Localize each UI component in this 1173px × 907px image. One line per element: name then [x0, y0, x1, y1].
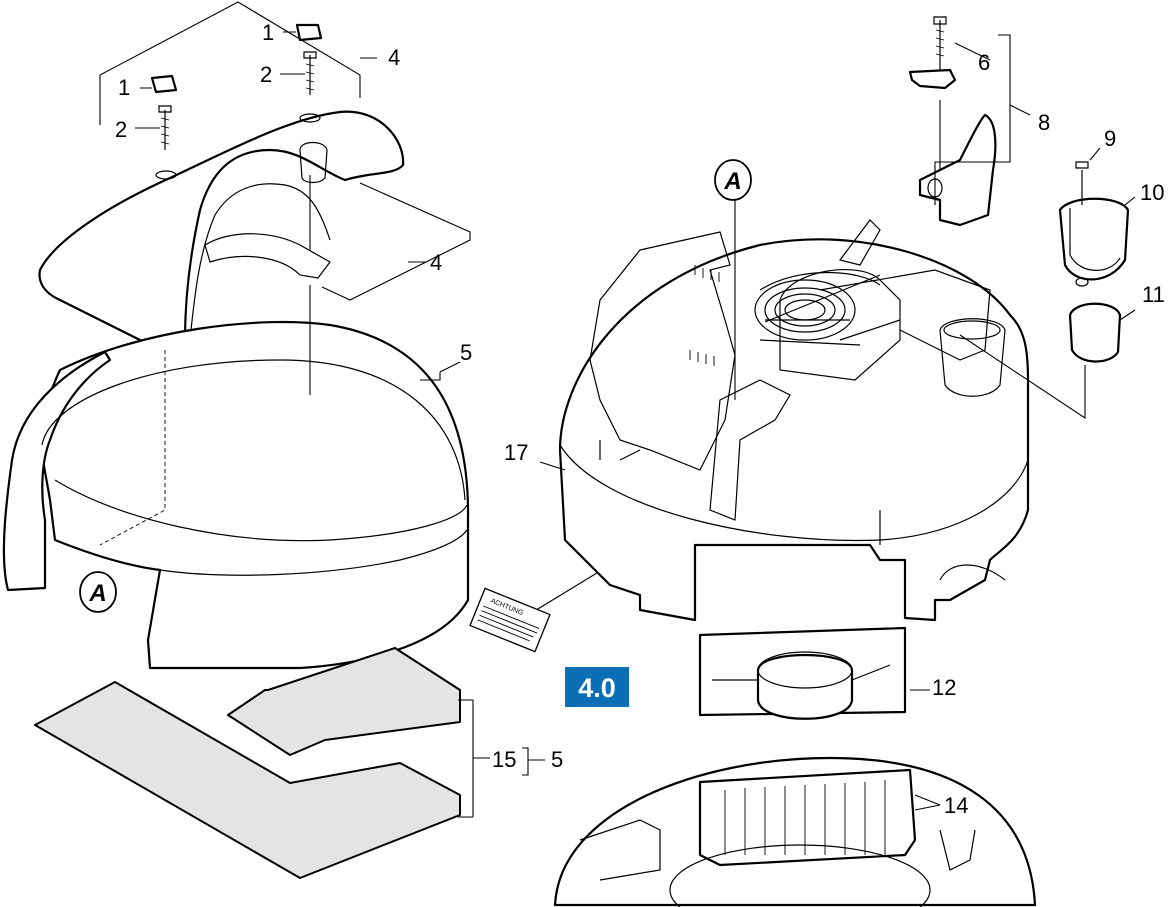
- seal-ring-part-11: [1068, 302, 1122, 363]
- callout-14: 14: [944, 793, 968, 818]
- callout-10: 10: [1140, 180, 1164, 205]
- callout-1a: 1: [262, 20, 274, 45]
- callout-17: 17: [504, 440, 528, 465]
- callout-9: 9: [1104, 126, 1116, 151]
- warning-label-sticker: ACHTUNG: [469, 587, 551, 653]
- section-badge: 4.0: [565, 667, 629, 707]
- callout-8: 8: [1038, 110, 1050, 135]
- motor-housing: [558, 219, 1030, 622]
- top-cover-handle: [38, 110, 405, 355]
- screws-and-caps-left: [150, 23, 323, 150]
- callout-5a: 5: [460, 340, 472, 365]
- callout-4a: 4: [388, 45, 400, 70]
- duct-part-12: [698, 626, 907, 720]
- callout-4b: 4: [430, 250, 442, 275]
- callout-11: 11: [1142, 282, 1165, 307]
- callout-numbers: 1 1 2 2 4 4 5 5 6 8 9 10 11 12 14 15 17: [115, 20, 1165, 818]
- reference-marker-right: A: [714, 159, 752, 201]
- section-badge-label: 4.0: [578, 673, 616, 703]
- container-part-14: [553, 756, 1037, 907]
- callout-6: 6: [978, 50, 990, 75]
- callout-15: 15: [492, 747, 516, 772]
- switch-bracket-part-8: [908, 16, 997, 227]
- reference-marker-left: A: [79, 571, 117, 613]
- callout-2b: 2: [115, 117, 127, 142]
- callout-1b: 1: [118, 75, 130, 100]
- bottom-cover-shell: [2, 320, 470, 670]
- marker-right-letter: A: [723, 168, 741, 195]
- foam-filter-pads: [34, 647, 461, 879]
- cover-part-10: [1058, 161, 1130, 287]
- callout-2a: 2: [260, 62, 272, 87]
- callout-5b: 5: [551, 747, 563, 772]
- motor-grille-fan: [754, 274, 901, 341]
- callout-12: 12: [932, 675, 956, 700]
- marker-left-letter: A: [88, 580, 106, 607]
- leaders-right: [539, 34, 1136, 811]
- leaders-left: [99, 1, 611, 818]
